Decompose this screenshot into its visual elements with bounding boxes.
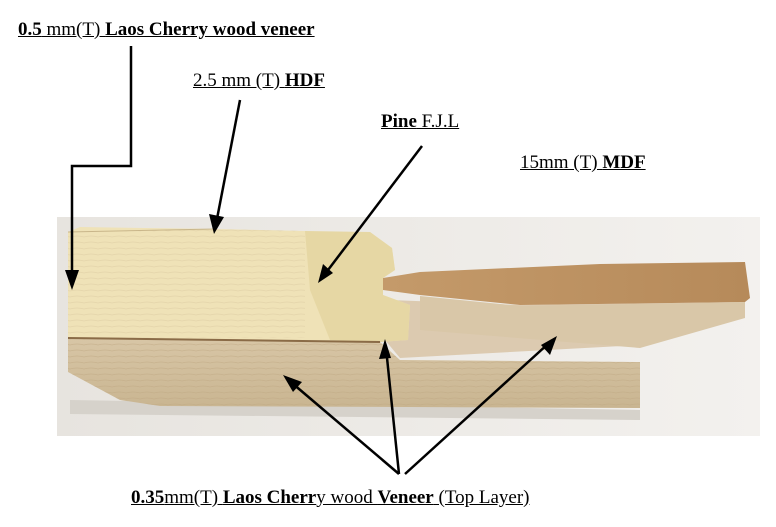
label-pine: Pine F.J.L bbox=[381, 111, 460, 132]
label-hdf: 2.5 mm (T) HDF bbox=[193, 70, 325, 91]
arrow-heads bbox=[65, 214, 557, 392]
label-mdf: 15mm (T) MDF bbox=[520, 152, 646, 173]
mdf-underlayer bbox=[420, 296, 745, 348]
label-bottom-veneer: 0.35mm(T) Laos Cherry wood Veneer (Top L… bbox=[131, 487, 530, 508]
label-top-veneer: 0.5 mm(T) Laos Cherry wood veneer bbox=[18, 19, 315, 40]
leader-lines bbox=[70, 46, 550, 475]
pine-joint bbox=[305, 231, 410, 342]
mdf-panel bbox=[383, 262, 750, 305]
